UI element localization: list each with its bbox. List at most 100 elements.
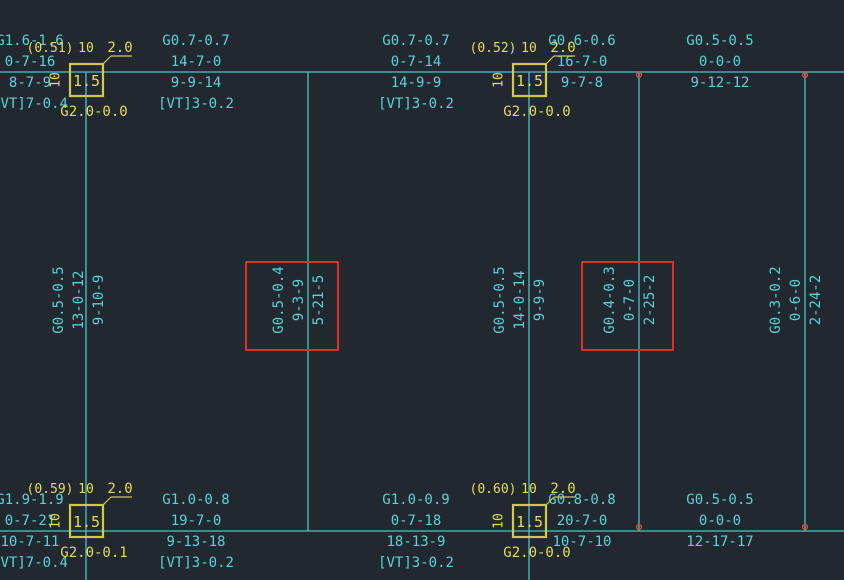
beam-label-line: 16-7-0	[557, 54, 608, 70]
beam-label-line: G0.3-0.2	[768, 266, 784, 333]
beam-label-line: G1.0-0.8	[162, 492, 229, 508]
beam-label-line: G0.5-0.5	[51, 266, 67, 333]
beam-label-line: [VT]7-0.4	[0, 555, 68, 571]
beam-label-bottom-4: G0.8-0.820-7-010-7-10	[548, 492, 615, 550]
beam-label-line: 9-3-9	[291, 279, 307, 321]
column-box	[511, 62, 548, 98]
column-size: 1.5	[516, 72, 543, 90]
beam-label-line: [VT]3-0.2	[378, 555, 454, 571]
beam-label-line: 9-9-9	[532, 279, 548, 321]
beam-label-line: 20-7-0	[557, 513, 608, 529]
beam-label-line: 0-0-0	[699, 513, 741, 529]
beam-label-line: 2-25-2	[642, 275, 658, 326]
beam-label-line: G0.5-0.4	[271, 266, 287, 333]
beam-end-marker	[801, 523, 809, 531]
beam-label-line: 0-7-14	[391, 54, 442, 70]
beam-label-line: G0.5-0.5	[492, 266, 508, 333]
column-base-label: G2.0-0.1	[60, 545, 127, 561]
beam-label-line: [VT]3-0.2	[158, 96, 234, 112]
beam-label-line: G1.9-1.9	[0, 492, 64, 508]
column-size: 1.5	[73, 72, 100, 90]
column-corner-value: 2.0	[107, 481, 132, 497]
column-dim-side: 10	[49, 72, 64, 88]
column-box	[511, 503, 548, 539]
highlight-box-2	[581, 261, 674, 351]
beam-label-line: G0.5-0.5	[686, 492, 753, 508]
beam-label-bottom-1: G1.9-1.9 0-7-21 10-7-11 [VT]7-0.4	[0, 492, 68, 571]
column-box	[68, 62, 105, 98]
beam-label-line: G0.7-0.7	[382, 33, 449, 49]
column-dim-side: 10	[492, 513, 507, 529]
column-leader	[102, 496, 112, 506]
column-col-bottom-right: 1.5 (0.60) 10 10 2.0G2.0-0.0	[470, 481, 576, 561]
beam-label-line: 8-7-9	[9, 75, 51, 91]
beam-label-line: 9-10-9	[91, 275, 107, 326]
beam-label-line: 13-0-12	[71, 270, 87, 329]
column-ratio: (0.51)	[27, 41, 74, 56]
beam-label-line: G1.6-1.6	[0, 33, 64, 49]
beam-label-line: 0-7-18	[391, 513, 442, 529]
column-ratio: (0.59)	[27, 482, 74, 497]
beam-label-bottom-3: G1.0-0.9 0-7-18 18-13-9 [VT]3-0.2	[378, 492, 454, 571]
beam-label-line: G1.0-0.9	[382, 492, 449, 508]
column-dim-top: 10	[521, 41, 537, 56]
beam-label-top-5: G0.5-0.5 0-0-0 9-12-12	[686, 33, 753, 91]
column-corner-value: 2.0	[550, 481, 575, 497]
beam-label-line: [VT]7-0.4	[0, 96, 68, 112]
column-leader	[545, 55, 555, 65]
column-col-top-right: 1.5 (0.52) 10 10 2.0G2.0-0.0	[470, 40, 576, 120]
column-corner-value: 2.0	[550, 40, 575, 56]
beam-end-marker	[635, 523, 643, 531]
beam-label-top-2: G0.7-0.7 14-7-0 9-9-14 [VT]3-0.2	[158, 33, 234, 112]
beam-label-line: G0.5-0.5	[686, 33, 753, 49]
beam-label-line: 2-24-2	[808, 275, 824, 326]
beam-label-line: G0.4-0.3	[602, 266, 618, 333]
beam-end-marker	[801, 71, 809, 79]
column-base-label: G2.0-0.0	[503, 545, 570, 561]
beam-label-line: 14-0-14	[512, 270, 528, 329]
beam-label-bottom-2: G1.0-0.8 19-7-0 9-13-18 [VT]3-0.2	[158, 492, 234, 571]
column-dim-side: 10	[492, 72, 507, 88]
column-dim-top: 10	[78, 482, 94, 497]
beam-label-line: 9-13-18	[166, 534, 225, 550]
beam-label-top-4: G0.6-0.616-7-09-7-8	[548, 33, 615, 91]
column-size: 1.5	[516, 513, 543, 531]
column-ratio: (0.52)	[470, 41, 517, 56]
beam-label-top-3: G0.7-0.7 0-7-14 14-9-9 [VT]3-0.2	[378, 33, 454, 112]
beam-label-line: 12-17-17	[686, 534, 753, 550]
beam-label-line: 0-7-21	[5, 513, 56, 529]
beam-label-line: [VT]3-0.2	[158, 555, 234, 571]
beam-label-line: 18-13-9	[386, 534, 445, 550]
beam-label-line: 0-7-0	[622, 279, 638, 321]
beam-label-bottom-5: G0.5-0.5 0-0-0 12-17-17	[686, 492, 753, 550]
beam-end-marker	[635, 71, 643, 79]
column-dim-top: 10	[521, 482, 537, 497]
column-leader	[102, 55, 112, 65]
column-corner-value: 2.0	[107, 40, 132, 56]
column-size: 1.5	[73, 513, 100, 531]
column-dim-top: 10	[78, 41, 94, 56]
beam-label-line: 9-12-12	[690, 75, 749, 91]
beam-label-line: 10-7-11	[0, 534, 59, 550]
beam-label-line: G0.7-0.7	[162, 33, 229, 49]
beam-label-line: 19-7-0	[171, 513, 222, 529]
beam-label-line: 0-0-0	[699, 54, 741, 70]
beam-label-line: 9-9-14	[171, 75, 222, 91]
beam-label-line: 0-6-0	[788, 279, 804, 321]
beam-label-line: 14-7-0	[171, 54, 222, 70]
beam-label-line: 0-7-16	[5, 54, 56, 70]
column-base-label: G2.0-0.0	[503, 104, 570, 120]
highlight-box-1	[245, 261, 339, 351]
beam-label-line: 14-9-9	[391, 75, 442, 91]
beam-label-line: G0.8-0.8	[548, 492, 615, 508]
beam-label-line: [VT]3-0.2	[378, 96, 454, 112]
column-ratio: (0.60)	[470, 482, 517, 497]
